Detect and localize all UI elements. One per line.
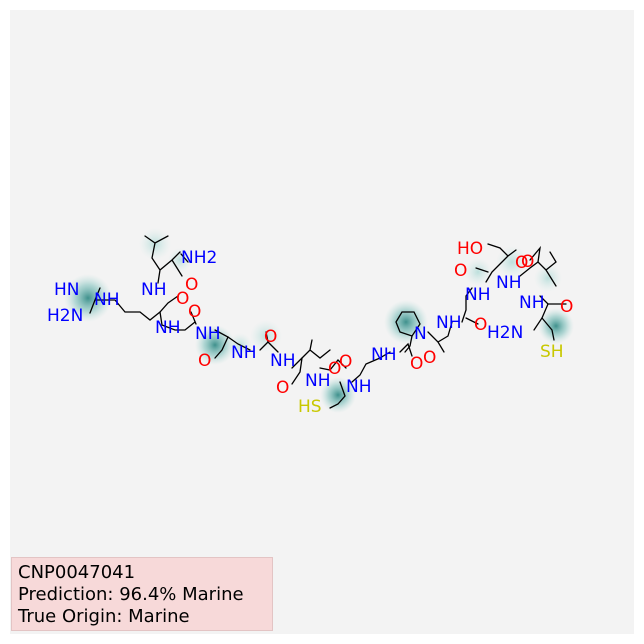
bond-lines — [89, 235, 567, 409]
atom-label: O — [410, 354, 423, 374]
prediction-info-box: CNP0047041 Prediction: 96.4% Marine True… — [11, 557, 273, 631]
atom-label: O — [474, 315, 487, 335]
atom-label: O — [198, 351, 211, 371]
atom-label: NH — [94, 290, 120, 310]
atom-label: O — [454, 261, 467, 281]
atom-label: O — [276, 378, 289, 398]
atom-label: NH — [496, 273, 522, 293]
heat-blob — [496, 246, 528, 278]
heat-blob — [168, 248, 192, 272]
atom-label: O — [188, 302, 201, 322]
atom-label: NH — [371, 345, 397, 365]
atom-label: N — [414, 324, 427, 344]
atom-label: O — [515, 253, 528, 273]
atom-label: SH — [540, 342, 564, 362]
atom-label: NH — [465, 285, 491, 305]
atom-label: NH2 — [181, 248, 217, 268]
atom-label: NH — [305, 371, 331, 391]
compound-id: CNP0047041 — [18, 562, 136, 583]
atom-label: HO — [457, 239, 483, 259]
atom-label: HN — [54, 280, 80, 300]
atom-label: HS — [298, 397, 322, 417]
attribution-heatmap — [64, 228, 574, 413]
atom-label: O — [328, 359, 341, 379]
atom-labels: NH2 O NH O HN NH H2N O NH NH O O NH NH O… — [47, 239, 573, 417]
heat-blob — [320, 377, 356, 413]
heat-blob — [250, 320, 282, 352]
atom-label: NH — [155, 318, 181, 338]
atom-label: O — [339, 352, 352, 372]
atom-label: O — [176, 289, 189, 309]
atom-label: NH — [519, 293, 545, 313]
heat-blob — [64, 274, 112, 322]
atom-label: NH — [346, 377, 372, 397]
atom-label: O — [560, 297, 573, 317]
atom-label: NH — [195, 324, 221, 344]
prediction-text: Prediction: 96.4% Marine — [18, 584, 244, 605]
atom-label: O — [423, 348, 436, 368]
heat-blob — [538, 308, 574, 344]
atom-label: O — [185, 275, 198, 295]
atom-label: H2N — [487, 323, 523, 343]
heat-blob — [384, 300, 428, 344]
atom-label: H2N — [47, 306, 83, 326]
true-origin-text: True Origin: Marine — [18, 606, 190, 627]
atom-label: NH — [436, 313, 462, 333]
heat-blob — [464, 258, 492, 286]
atom-label: NH — [231, 343, 257, 363]
atom-label: O — [264, 327, 277, 347]
plot-panel — [10, 10, 634, 634]
atom-label: O — [521, 252, 534, 272]
atom-label: NH — [141, 280, 167, 300]
atom-label: NH — [270, 351, 296, 371]
